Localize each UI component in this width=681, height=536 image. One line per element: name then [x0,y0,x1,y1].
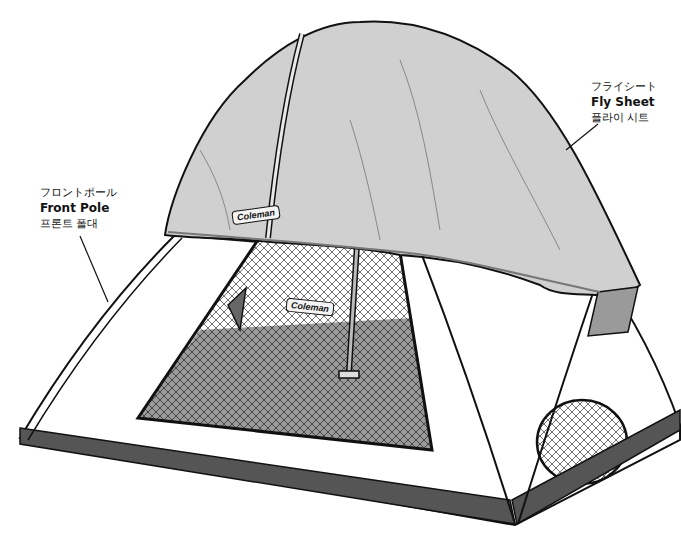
door-frame [138,240,432,450]
floor-band-side [512,410,680,524]
inner-floor [138,318,432,450]
part-label-ko: 플라이 시트 [591,111,650,124]
front-pole [28,238,182,440]
part-label-ja: フライシート [591,80,657,93]
part-label-en: Front Pole [40,201,109,215]
leader-line [80,236,108,302]
pole-base [339,371,359,378]
leader-line [566,124,598,150]
part-label-ko: 프론트 폴대 [40,217,99,230]
fly-sheet [165,22,640,300]
brand-logo: Coleman [285,298,334,317]
fly-fold [200,60,560,250]
side-pole [518,272,600,524]
front-pole-right [420,250,515,524]
inner-pole [349,245,357,372]
fly-underside [588,287,638,336]
door-mesh [138,240,432,450]
part-label-ja: フロントポール [40,186,117,199]
brand-logo: Coleman [231,205,280,226]
fly-hem [168,232,600,292]
floor-band-front [20,428,515,524]
inner-pole-core [349,245,357,372]
part-label-en: Fly Sheet [591,95,655,109]
door-flap [228,288,246,330]
